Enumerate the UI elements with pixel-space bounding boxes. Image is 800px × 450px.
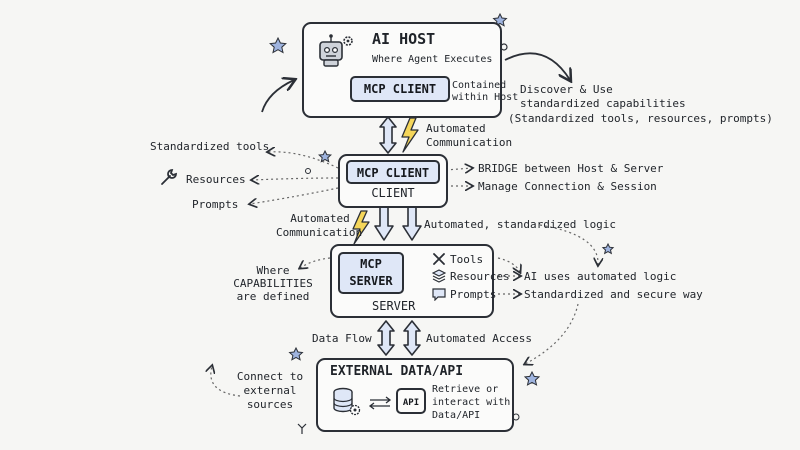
connect-note-3: sources: [246, 398, 294, 411]
discover-note-3: (Standardized tools, resources, prompts): [508, 112, 773, 125]
star-icon-1: [269, 36, 287, 54]
automated-access-label: Automated Access: [426, 332, 532, 345]
api-label: API: [402, 398, 420, 408]
down-arrow-client-server: [402, 206, 422, 241]
connect-note-2: external: [243, 384, 297, 397]
robot-icon: [319, 34, 353, 67]
server-cap-resources: Resources: [450, 270, 510, 283]
double-arrow-host-client: [379, 116, 397, 154]
client-mcp-client: MCP CLIENT: [346, 160, 440, 184]
client-right-bridge: BRIDGE between Host & Server: [478, 162, 664, 175]
discover-note-2: standardized capabilities: [520, 97, 686, 110]
host-mcp-client: MCP CLIENT: [350, 76, 450, 102]
retrieve-note-2: interact with: [432, 397, 511, 408]
comm-mid-2: Communication: [276, 226, 363, 239]
mcp-server-inner: MCP SERVER: [338, 252, 404, 294]
server-right-note-2: Standardized and secure way: [524, 288, 703, 301]
connect-note-1: Connect to: [236, 370, 304, 383]
comm-top-2: Communication: [426, 136, 513, 149]
star-icon-6: [601, 242, 615, 255]
chat-icon: [432, 288, 446, 301]
stack-icon: [432, 269, 446, 283]
contained-note-2: within Host: [452, 92, 519, 103]
capabilities-note-3: are defined: [236, 290, 310, 303]
host-title: AI HOST: [372, 30, 436, 48]
mcp-server-label-2: SERVER: [349, 274, 393, 288]
dotted-prompts: [250, 187, 339, 204]
dotted-bridge: [445, 168, 472, 170]
dotted-capabilities: [300, 257, 331, 268]
host-mcp-client-label: MCP CLIENT: [363, 82, 437, 96]
dotted-secure-to-external: [525, 303, 579, 364]
client-left-prompts: Prompts: [192, 198, 239, 211]
discover-note-1: Discover & Use: [520, 83, 613, 96]
server-box-label: SERVER: [372, 299, 416, 313]
mid-logic-note: Automated, standardized logic: [424, 218, 617, 231]
mcp-server-label-1: MCP: [360, 257, 382, 271]
client-mcp-client-label: MCP CLIENT: [356, 166, 430, 180]
server-cap-prompts: Prompts: [450, 288, 497, 301]
server-right-note-1: AI uses automated logic: [524, 270, 677, 283]
lightning-icon-mid: [352, 210, 370, 245]
data-flow-label: Data Flow: [312, 332, 372, 345]
retrieve-note-3: Data/API: [432, 410, 481, 421]
double-arrow-data-flow: [377, 320, 395, 356]
dotted-tools-logic: [497, 257, 520, 272]
dotted-logic: [539, 224, 598, 265]
database-icon: [333, 387, 361, 416]
tools-icon: [433, 253, 445, 265]
api-window-icon: API: [396, 388, 426, 414]
capabilities-note-2: CAPABILITIES: [233, 277, 313, 290]
contained-note-1: Contained: [452, 80, 507, 91]
exchange-arrows-icon: [368, 396, 392, 410]
comm-top-1: Automated: [426, 122, 486, 135]
wrench-icon: [161, 169, 177, 185]
discover-arrow: [504, 52, 570, 80]
server-cap-tools: Tools: [450, 253, 484, 266]
star-icon-4: [288, 346, 304, 361]
capabilities-note-1: Where: [256, 264, 290, 277]
star-icon-3: [318, 149, 332, 163]
ai-host-box: AI HOST Where Agent Executes MCP CLIENT: [302, 22, 502, 118]
dotted-resources: [252, 178, 339, 180]
client-box-label: CLIENT: [371, 186, 415, 200]
external-title: EXTERNAL DATA/API: [330, 364, 464, 379]
star-icon-5: [523, 370, 541, 386]
retrieve-note-1: Retrieve or: [432, 384, 499, 395]
host-entry-arrow: [261, 80, 294, 113]
host-subtitle: Where Agent Executes: [372, 54, 493, 65]
client-left-resources: Resources: [186, 173, 246, 186]
sparkle-icon: [297, 423, 307, 434]
double-arrow-client-server-left: [374, 206, 394, 241]
client-left-tools: Standardized tools: [150, 140, 270, 153]
server-box: MCP SERVER Tools Resources Prompts SERVE…: [330, 244, 510, 318]
client-right-manage: Manage Connection & Session: [478, 180, 657, 193]
dot-icon-1: [305, 168, 311, 174]
external-box: EXTERNAL DATA/API API Retrieve or intera…: [316, 358, 514, 432]
double-arrow-automated-access: [403, 320, 421, 356]
client-box: MCP CLIENT CLIENT: [338, 154, 448, 208]
dotted-connect-external: [211, 366, 241, 397]
dotted-standardized-tools: [268, 152, 339, 169]
lightning-icon-top: [401, 117, 419, 153]
comm-mid-1: Automated: [290, 212, 350, 225]
